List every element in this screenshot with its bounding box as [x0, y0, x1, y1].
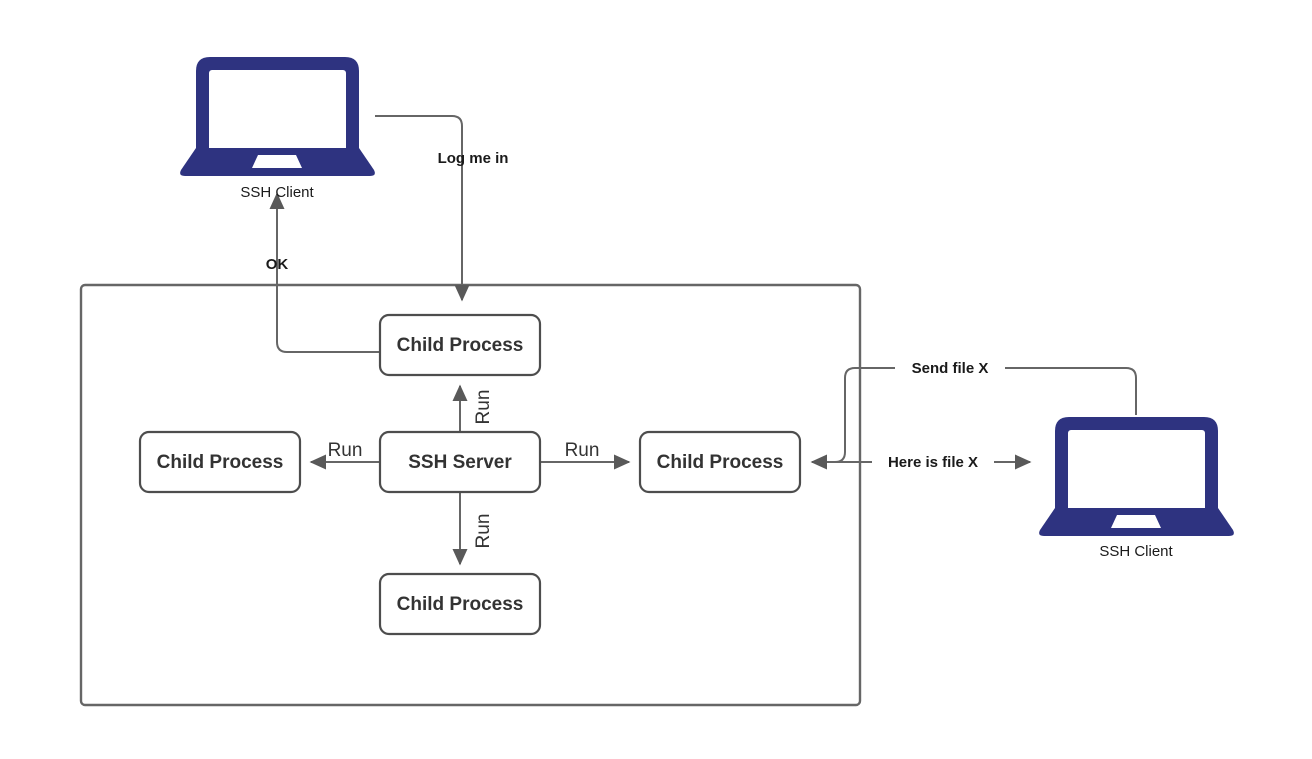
- edge-send-file: [810, 367, 1137, 470]
- node-child-process-left[interactable]: Child Process: [138, 430, 302, 494]
- edge-label-run-right: Run: [565, 440, 600, 461]
- laptop-screen: [1068, 430, 1205, 513]
- node-child-process-bottom[interactable]: Child Process: [378, 572, 542, 636]
- edge-label-run-left: Run: [328, 440, 363, 461]
- node-box[interactable]: [138, 430, 302, 494]
- laptop-screen: [209, 70, 346, 153]
- edge-label-login-ok: OK: [266, 256, 289, 273]
- label-backdrop: [872, 451, 994, 473]
- node-label: SSH Server: [408, 452, 512, 473]
- ssh-client-left-label: SSH Client: [240, 184, 314, 201]
- edge-label-login-request: Log me in: [438, 150, 509, 167]
- node-box[interactable]: [378, 572, 542, 636]
- edge-login-ok: [269, 192, 380, 353]
- node-box[interactable]: [638, 430, 802, 494]
- edge-login-request: [375, 115, 470, 302]
- node-child-process-right[interactable]: Child Process: [638, 430, 802, 494]
- node-box[interactable]: [378, 430, 542, 494]
- edge-label-run-top: Run: [473, 390, 494, 425]
- ssh-client-left: SSH Client: [180, 57, 375, 201]
- edge-label-run-bottom: Run: [473, 514, 494, 549]
- node-label: Child Process: [157, 452, 284, 473]
- node-label: Child Process: [657, 452, 784, 473]
- edge-label-send-file-group: Send file X: [895, 357, 1005, 379]
- laptop-notch: [1111, 515, 1161, 528]
- edge-label-send-file: Send file X: [912, 360, 989, 377]
- ssh-server-host-boundary: [79, 283, 862, 707]
- node-child-process-top[interactable]: Child Process: [378, 313, 542, 377]
- node-ssh-server[interactable]: SSH Server: [378, 430, 542, 494]
- node-box[interactable]: [378, 313, 542, 377]
- edge-label-here-is-file-group: Here is file X: [872, 451, 994, 473]
- laptop-notch: [252, 155, 302, 168]
- ssh-client-right: SSH Client: [1039, 417, 1234, 560]
- edge-label-here-is-file: Here is file X: [888, 454, 978, 471]
- node-label: Child Process: [397, 335, 524, 356]
- node-label: Child Process: [397, 594, 524, 615]
- label-backdrop: [895, 357, 1005, 379]
- ssh-client-right-label: SSH Client: [1099, 543, 1173, 560]
